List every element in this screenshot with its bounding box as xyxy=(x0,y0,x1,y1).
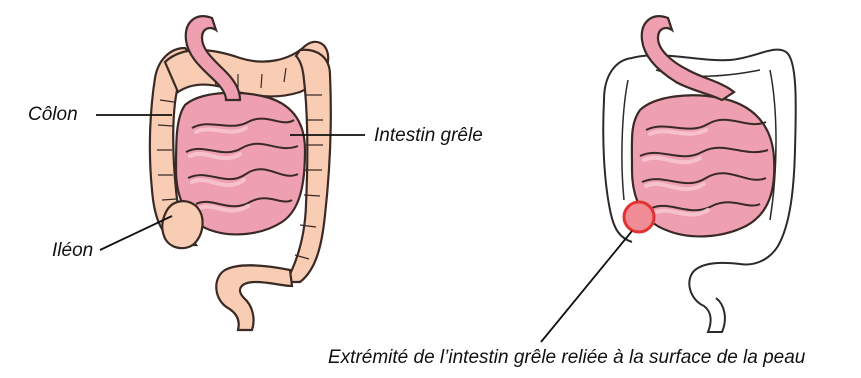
small-intestine-label: Intestin grêle xyxy=(374,126,483,145)
colon-label: Côlon xyxy=(28,105,78,124)
ileum xyxy=(162,201,202,248)
rectum xyxy=(216,265,292,330)
left-intestine-figure xyxy=(150,16,331,330)
stoma-circle xyxy=(624,202,654,232)
stoma-leader-line xyxy=(541,231,632,342)
right-intestine-figure xyxy=(603,16,796,332)
ileum-label: Iléon xyxy=(52,241,93,260)
stoma-label: Extrémité de l’intestin grêle reliée à l… xyxy=(328,348,805,367)
ileum-leader-line xyxy=(100,216,172,250)
